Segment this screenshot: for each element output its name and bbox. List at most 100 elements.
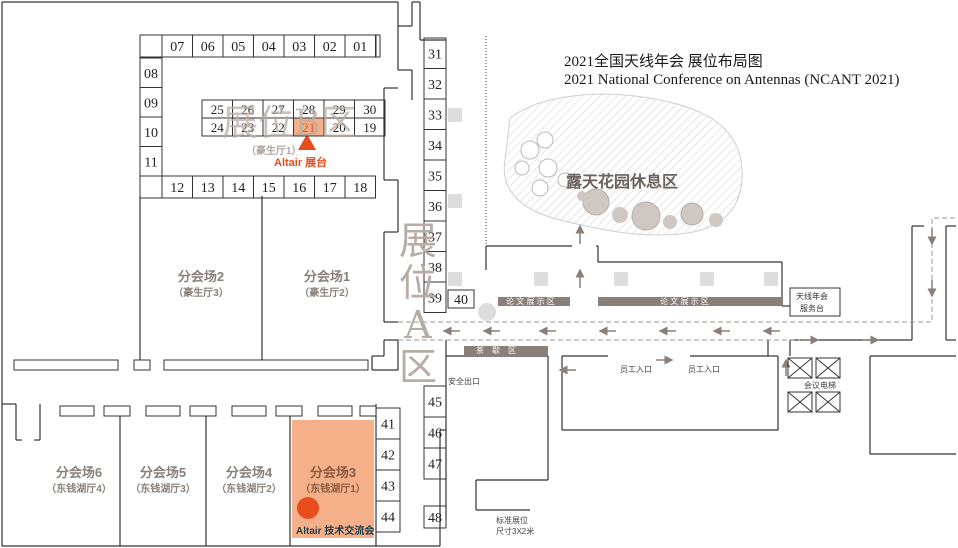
booth-21[interactable]: 21 — [293, 117, 325, 137]
booth-corner — [139, 175, 163, 199]
standard-booth-line-1: 标准展位 — [496, 516, 528, 525]
booth-34[interactable]: 34 — [423, 129, 447, 161]
booth-31[interactable]: 31 — [423, 37, 447, 69]
map-title-chinese: 2021全国天线年会 展位布局图 — [564, 54, 763, 70]
hall-3-name: 分会场3 — [309, 465, 357, 480]
booth-16[interactable]: 16 — [283, 175, 315, 199]
booth-04[interactable]: 04 — [253, 34, 285, 58]
booth-number: 47 — [428, 458, 442, 473]
booth-15[interactable]: 15 — [253, 175, 285, 199]
booth-number: 04 — [262, 40, 276, 55]
hall-3-sub: （东钱湖厅1） — [300, 484, 366, 495]
booth-40[interactable]: 40 — [447, 289, 475, 309]
booth-41[interactable]: 41 — [375, 407, 401, 440]
booth-09[interactable]: 09 — [139, 87, 163, 118]
zone-a-char: A — [404, 303, 432, 347]
booth-number: 05 — [231, 40, 245, 55]
booth-48[interactable]: 48 — [423, 505, 447, 529]
zone-a-char: 位 — [398, 261, 437, 305]
staff-entrance-2: 员工入口 — [688, 365, 720, 374]
zone-a-char: 区 — [398, 345, 437, 389]
booth-32[interactable]: 32 — [423, 68, 447, 100]
booth-number: 26 — [241, 102, 255, 117]
booth-number: 35 — [428, 169, 442, 184]
hall-2-name: 分会场2 — [177, 269, 225, 284]
hall-2-sub: （豪生厅3） — [173, 288, 229, 299]
booth-number: 06 — [201, 40, 215, 55]
booth-number: 15 — [262, 181, 276, 196]
booth-corner — [139, 34, 163, 58]
booth-39[interactable]: 39 — [423, 281, 447, 313]
walking-route — [398, 217, 956, 341]
garden-hatched-wall — [485, 36, 782, 263]
booth-number: 17 — [323, 181, 337, 196]
booth-06[interactable]: 06 — [192, 34, 224, 58]
booth-number: 25 — [211, 102, 224, 117]
staff-entrance-1: 员工入口 — [620, 365, 652, 374]
standard-booth-line-2: 尺寸3X2米 — [496, 527, 535, 536]
booth-12[interactable]: 12 — [161, 175, 193, 199]
booth-36[interactable]: 36 — [423, 190, 447, 222]
booth-number: 46 — [428, 427, 442, 442]
booth-number: 41 — [381, 418, 395, 433]
booth-01[interactable]: 01 — [344, 34, 376, 58]
booth-10[interactable]: 10 — [139, 116, 163, 147]
paper-area-2-label: 论 文 展 示 区 — [660, 297, 709, 306]
booth-number: 07 — [170, 40, 184, 55]
tea-area-label: 茶 歇 区 — [476, 346, 516, 355]
booth-47[interactable]: 47 — [423, 447, 447, 480]
zone-b-label: 展位B区 — [222, 94, 357, 146]
garden-area — [503, 93, 743, 236]
booth-number: 02 — [323, 40, 337, 55]
booth-18[interactable]: 18 — [344, 175, 376, 199]
zone-b-char: B — [294, 103, 321, 144]
booth-44[interactable]: 44 — [375, 500, 401, 533]
hall-4-name: 分会场4 — [225, 465, 273, 480]
hall-5-sub: （东钱湖厅3） — [130, 484, 196, 495]
booth-14[interactable]: 14 — [222, 175, 254, 199]
safety-exit: 安全出口 — [448, 377, 480, 386]
garden-label: 露天花园休息区 — [566, 174, 679, 191]
booth-07[interactable]: 07 — [161, 34, 193, 58]
booth-05[interactable]: 05 — [222, 34, 254, 58]
altair-booth-label: Altair 展台 — [274, 157, 328, 169]
booth-number: 10 — [144, 126, 158, 141]
booth-17[interactable]: 17 — [314, 175, 346, 199]
booth-46[interactable]: 46 — [423, 416, 447, 449]
hall-1-sub: （豪生厅2） — [299, 288, 355, 299]
booth-number: 11 — [144, 155, 157, 170]
booth-13[interactable]: 13 — [192, 175, 224, 199]
hall-6-sub: （东钱湖厅4） — [46, 484, 112, 495]
booth-11[interactable]: 11 — [139, 146, 163, 177]
booth-45[interactable]: 45 — [423, 385, 447, 418]
booth-number: 48 — [428, 511, 442, 526]
booth-number: 40 — [454, 293, 468, 308]
gray-markers — [448, 108, 778, 321]
booth-number: 23 — [241, 120, 254, 135]
booth-02[interactable]: 02 — [314, 34, 346, 58]
booth-number: 29 — [333, 102, 346, 117]
booth-number: 34 — [428, 139, 442, 154]
booth-33[interactable]: 33 — [423, 98, 447, 130]
zone-a-label: 展 位 A 区 — [398, 220, 438, 388]
booth-30[interactable]: 30 — [354, 99, 386, 119]
booth-number: 32 — [428, 78, 442, 93]
altair-session-marker-icon — [297, 497, 319, 519]
booth-end-cap — [375, 34, 381, 58]
booth-number: 36 — [428, 200, 442, 215]
service-desk-line-1: 天线年会 — [796, 292, 828, 301]
booth-number: 38 — [428, 261, 442, 276]
hall-wall-bars — [13, 359, 377, 417]
booth-number: 37 — [428, 230, 442, 245]
booth-35[interactable]: 35 — [423, 159, 447, 191]
booth-number: 39 — [428, 291, 442, 306]
booth-number: 21 — [302, 120, 315, 135]
booth-number: 12 — [170, 181, 184, 196]
booth-03[interactable]: 03 — [283, 34, 315, 58]
booth-number: 22 — [272, 120, 285, 135]
zone-b-char: 展 — [222, 103, 259, 144]
booth-19[interactable]: 19 — [354, 117, 386, 137]
booth-number: 03 — [292, 40, 306, 55]
booth-08[interactable]: 08 — [139, 57, 163, 88]
booth-number: 24 — [211, 120, 225, 135]
